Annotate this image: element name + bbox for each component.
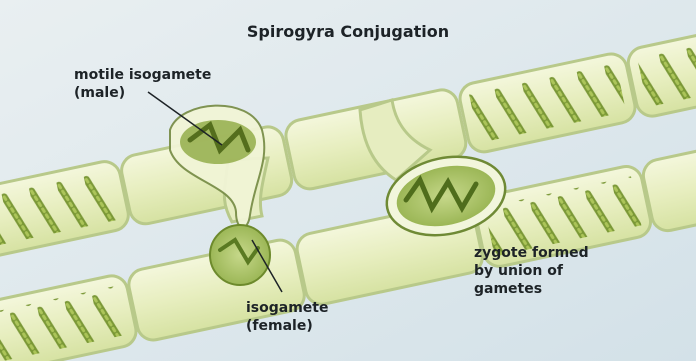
label-isogamete-line2: (female) xyxy=(246,318,313,335)
label-zygote-line1: zygote formed xyxy=(474,245,589,262)
label-motile-isogamete-line2: (male) xyxy=(74,85,125,102)
label-motile-isogamete-line1: motile isogamete xyxy=(74,67,211,84)
label-zygote-line2: by union of xyxy=(474,263,563,280)
label-isogamete-line1: isogamete xyxy=(246,300,329,317)
label-zygote-line3: gametes xyxy=(474,281,542,298)
diagram-title: Spirogyra Conjugation xyxy=(0,22,696,41)
